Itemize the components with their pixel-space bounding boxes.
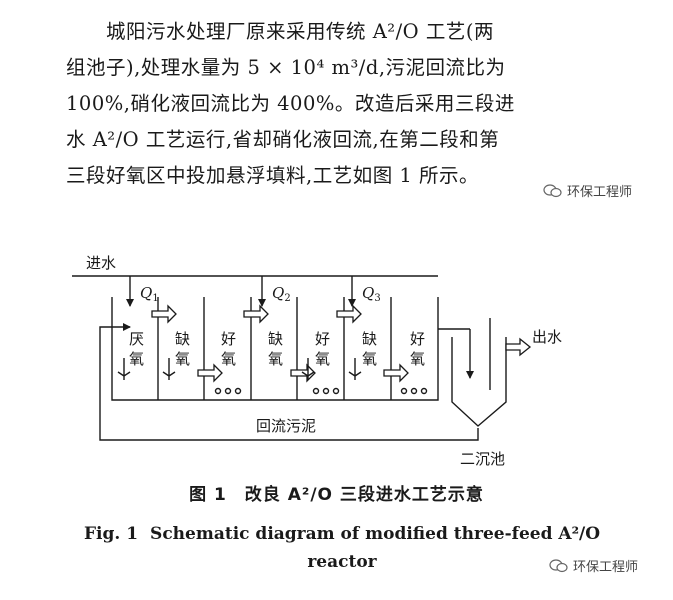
watermark: 环保工程师 bbox=[546, 555, 642, 576]
zone-char: 氧 bbox=[175, 350, 190, 368]
mixer-icon bbox=[162, 358, 176, 380]
return-sludge-pipe bbox=[99, 323, 479, 441]
paragraph-line: 组池子),处理水量为 5 × 10⁴ m³/d,污泥回流比为 bbox=[66, 56, 506, 79]
body-paragraph: 城阳污水处理厂原来采用传统 A²/O 工艺(两 组池子),处理水量为 5 × 1… bbox=[66, 14, 626, 194]
zone-char: 氧 bbox=[221, 350, 236, 368]
clarifier bbox=[451, 337, 507, 427]
zone-label-anoxic-3: 缺 氧 bbox=[362, 330, 377, 368]
flow-arrow bbox=[383, 363, 409, 383]
mixer-icon bbox=[348, 358, 362, 380]
wechat-icon bbox=[543, 183, 562, 197]
flow-arrow bbox=[336, 304, 362, 324]
zone-char: 缺 bbox=[362, 330, 377, 348]
zone-char: 氧 bbox=[268, 350, 283, 368]
zone-char: 氧 bbox=[129, 350, 144, 368]
zone-label-anoxic-1: 缺 氧 bbox=[175, 330, 190, 368]
process-diagram: 进水 出水 Q1 Q2 Q3 厌 氧 缺 氧 好 氧 缺 氧 好 氧 缺 氧 好… bbox=[72, 254, 562, 468]
zone-label-anoxic-2: 缺 氧 bbox=[268, 330, 283, 368]
tank-outline bbox=[111, 297, 439, 401]
outflow-label: 出水 bbox=[532, 328, 562, 346]
zone-char: 氧 bbox=[362, 350, 377, 368]
zone-char: 缺 bbox=[175, 330, 190, 348]
zone-label-oxic-1: 好 氧 bbox=[221, 330, 236, 368]
zone-label-oxic-2: 好 氧 bbox=[315, 330, 330, 368]
zone-char: 好 bbox=[221, 330, 236, 348]
mixer-icon bbox=[117, 358, 131, 380]
figure-number: Fig. 1 bbox=[83, 524, 139, 544]
outflow-arrow bbox=[505, 337, 532, 357]
flow-arrow bbox=[243, 304, 269, 324]
paragraph-line: 100%,硝化液回流比为 400%。改造后采用三段进 bbox=[66, 92, 515, 115]
zone-label-anaerobic: 厌 氧 bbox=[129, 330, 144, 368]
watermark-text: 环保工程师 bbox=[567, 185, 633, 200]
inflow-label: 进水 bbox=[86, 254, 116, 272]
figure-caption-cn: 图 1 改良 A²/O 三段进水工艺示意 bbox=[189, 485, 484, 505]
zone-char: 氧 bbox=[315, 350, 330, 368]
flow-arrow bbox=[151, 304, 177, 324]
figure-caption-en-text: Schematic diagram of modified three-feed… bbox=[150, 524, 601, 572]
aerator-icon bbox=[214, 387, 242, 395]
mixer-icon bbox=[301, 358, 315, 380]
zone-char: 厌 bbox=[129, 330, 144, 348]
figure-caption-en: Fig. 1 Schematic diagram of modified thre… bbox=[62, 520, 622, 576]
q2-label: Q2 bbox=[272, 284, 291, 304]
return-sludge-label: 回流污泥 bbox=[256, 417, 316, 435]
aerator-icon bbox=[312, 387, 340, 395]
clarifier-label: 二沉池 bbox=[460, 450, 505, 468]
q1-label: Q1 bbox=[140, 284, 159, 304]
zone-char: 好 bbox=[315, 330, 330, 348]
zone-char: 缺 bbox=[268, 330, 283, 348]
zone-char: 氧 bbox=[410, 350, 425, 368]
watermark-text: 环保工程师 bbox=[573, 560, 639, 575]
wechat-icon bbox=[549, 558, 568, 572]
q3-label: Q3 bbox=[362, 284, 381, 304]
flow-arrow bbox=[197, 363, 223, 383]
watermark: 环保工程师 bbox=[540, 180, 636, 201]
paragraph-line: 三段好氧区中投加悬浮填料,工艺如图 1 所示。 bbox=[66, 164, 480, 187]
paragraph-line: 水 A²/O 工艺运行,省却硝化液回流,在第二段和第 bbox=[66, 128, 500, 151]
paragraph-line: 城阳污水处理厂原来采用传统 A²/O 工艺(两 bbox=[106, 20, 494, 43]
zone-label-oxic-3: 好 氧 bbox=[410, 330, 425, 368]
zone-char: 好 bbox=[410, 330, 425, 348]
aerator-icon bbox=[400, 387, 428, 395]
